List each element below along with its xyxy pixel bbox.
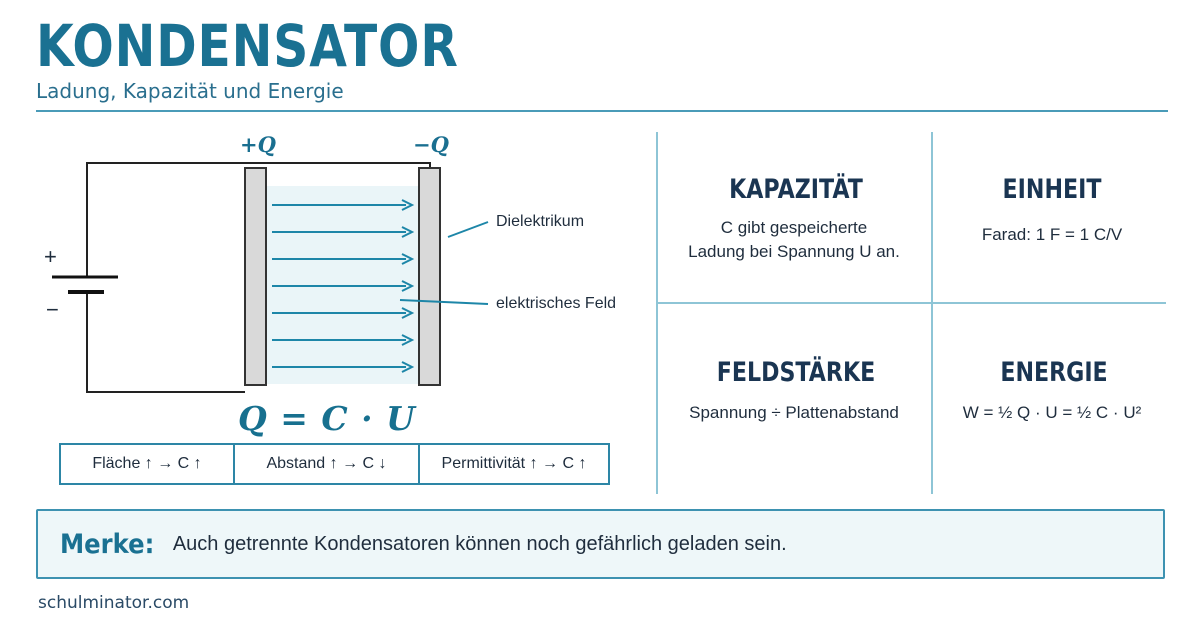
- field-arrow-head: [401, 307, 415, 319]
- dielectric-pointer: [447, 221, 489, 238]
- field-arrows: [272, 199, 415, 373]
- capacitance-formula: Q = C · U: [238, 399, 416, 438]
- energy-title: ENERGIE: [1000, 357, 1108, 388]
- grid-divider-left: [656, 132, 658, 494]
- note-label: Merke:: [60, 528, 155, 560]
- field-arrow-head: [401, 361, 415, 373]
- grid-divider-center: [931, 132, 933, 494]
- field-strength-text: Spannung ÷ Plattenabstand: [689, 403, 899, 422]
- battery-minus-sign: −: [46, 297, 59, 322]
- positive-plate: [244, 167, 267, 386]
- page-title: KONDENSATOR: [36, 12, 459, 80]
- grid-divider-horizontal: [656, 302, 1166, 304]
- factor-distance: Abstand ↑ → C ↓: [235, 445, 420, 483]
- negative-charge-label: −Q: [413, 132, 449, 157]
- field-arrow-head: [401, 226, 415, 238]
- dielectric-label: Dielektrikum: [496, 213, 585, 230]
- factor-permittivity: Permittivität ↑ → C ↑: [441, 455, 587, 472]
- capacity-text-line2: Ladung bei Spannung U an.: [688, 242, 900, 261]
- field-arrow-head: [401, 199, 415, 211]
- unit-title: EINHEIT: [1002, 174, 1102, 205]
- field-strength-title: FELDSTÄRKE: [716, 357, 876, 388]
- note-text: Auch getrennte Kondensatoren können noch…: [172, 532, 787, 555]
- title-divider: [36, 110, 1168, 112]
- battery-plus-sign: +: [44, 244, 57, 269]
- field-pointer: [399, 299, 489, 305]
- negative-plate: [418, 167, 441, 386]
- factor-table: Fläche ↑ → C ↑ Abstand ↑ → C ↓ Permittiv…: [59, 443, 610, 485]
- unit-text: Farad: 1 F = 1 C/V: [981, 225, 1123, 244]
- capacity-title: KAPAZITÄT: [729, 174, 863, 205]
- factor-area: Fläche ↑ → C ↑: [61, 445, 235, 483]
- note-box: Merke: Auch getrennte Kondensatoren könn…: [36, 509, 1165, 579]
- field-arrow-head: [401, 253, 415, 265]
- capacitor-diagram: [52, 162, 489, 393]
- positive-charge-label: +Q: [240, 132, 276, 157]
- footer-site[interactable]: schulminator.com: [38, 593, 190, 613]
- circuit-wire-right: [87, 162, 431, 168]
- page-subtitle: Ladung, Kapazität und Energie: [36, 79, 344, 103]
- field-label: elektrisches Feld: [496, 295, 617, 312]
- energy-text: W = ½ Q · U = ½ C · U²: [962, 403, 1142, 422]
- field-arrow-head: [401, 334, 415, 346]
- field-arrow-head: [401, 280, 415, 292]
- capacity-text-line1: C gibt gespeicherte: [720, 218, 868, 237]
